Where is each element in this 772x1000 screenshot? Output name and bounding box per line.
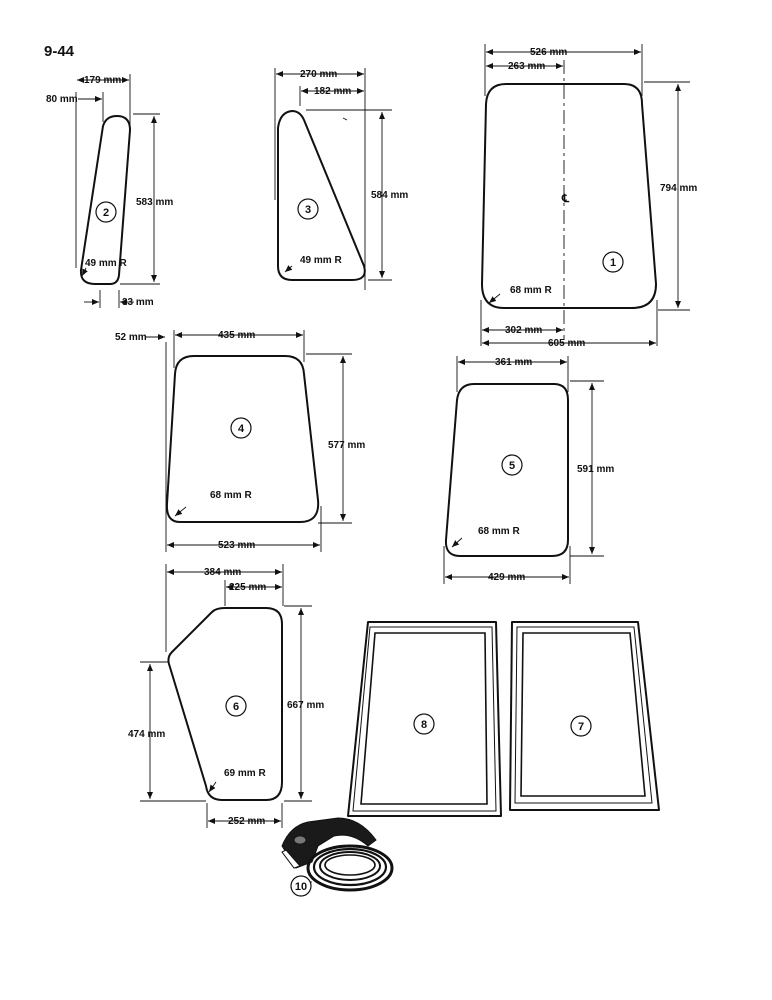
part-3-inner-width: 182 mm [314, 86, 351, 97]
part-6-outline [167, 607, 283, 801]
part-7-number: 7 [578, 721, 584, 733]
part-6-radius: 69 mm R [224, 768, 266, 779]
part-4: 52 mm 435 mm 577 mm 523 mm 68 mm R 4 [115, 330, 365, 552]
part-4-number: 4 [238, 423, 245, 435]
part-5-number: 5 [509, 460, 515, 472]
part-5-top-width: 361 mm [495, 357, 532, 368]
part-10: 10 [281, 817, 394, 897]
part-5: 361 mm 591 mm 429 mm 68 mm R 5 [443, 356, 614, 584]
part-2-top-width: 179 mm [84, 75, 121, 86]
part-2-radius: 49 mm R [85, 258, 127, 269]
part-1-radius: 68 mm R [510, 285, 552, 296]
part-4-radius: 68 mm R [210, 490, 252, 501]
part-1-top-width: 526 mm [530, 47, 567, 58]
part-1: 526 mm 263 mm ℄ 794 mm 302 mm 605 mm 68 … [480, 44, 697, 349]
part-8-outer-frame [347, 621, 502, 817]
part-1-callout [602, 251, 624, 273]
part-1-bottom-width: 605 mm [548, 338, 585, 349]
part-5-callout [501, 454, 523, 476]
part-7-callout [570, 715, 592, 737]
part-5-radius: 68 mm R [478, 526, 520, 537]
part-6-top-width: 384 mm [204, 567, 241, 578]
part-5-height: 591 mm [577, 464, 614, 475]
part-2-height: 583 mm [136, 197, 173, 208]
part-4-callout [230, 417, 252, 439]
part-7-inner-pane [520, 632, 646, 797]
part-5-outline [444, 383, 569, 557]
part-4-offset: 52 mm [115, 332, 147, 343]
part-10-seal-block [281, 817, 377, 869]
part-3-number: 3 [305, 204, 311, 216]
part-6: 384 mm 225 mm 474 mm 667 mm 252 mm 69 mm… [128, 564, 324, 828]
part-10-callout [290, 875, 312, 897]
part-10-number: 10 [295, 881, 307, 893]
part-6-height: 667 mm [287, 700, 324, 711]
part-3-radius: 49 mm R [300, 255, 342, 266]
part-8-callout [413, 713, 435, 735]
part-10-coil-outer [306, 844, 394, 892]
part-3-top-width: 270 mm [300, 69, 337, 80]
part-1-half-width: 263 mm [508, 61, 545, 72]
part-3: 270 mm 182 mm 584 mm 49 mm R 3 [274, 68, 408, 290]
part-7: 7 [509, 621, 660, 811]
part-6-left-height: 474 mm [128, 729, 165, 740]
part-4-top-width: 435 mm [218, 330, 255, 341]
part-2-outline [79, 115, 131, 285]
part-7-outer-frame [509, 621, 660, 811]
part-1-centerline: ℄ [561, 193, 570, 205]
part-3-height: 584 mm [371, 190, 408, 201]
part-6-bottom-width: 252 mm [228, 816, 265, 827]
part-2-callout [95, 201, 117, 223]
part-3-callout [297, 198, 319, 220]
part-2-number: 2 [103, 207, 109, 219]
part-3-outline [277, 110, 366, 281]
part-2-offset: 80 mm [46, 94, 78, 105]
part-2-bottom-width: 33 mm [122, 297, 154, 308]
part-1-outline [481, 83, 657, 309]
part-4-height: 577 mm [328, 440, 365, 451]
part-8-number: 8 [421, 719, 427, 731]
part-6-number: 6 [233, 701, 239, 713]
part-2: 179 mm 80 mm 583 mm 33 mm 49 mm R 2 [46, 74, 173, 308]
part-4-bottom-width: 523 mm [218, 540, 255, 551]
part-6-inner-width: 225 mm [229, 582, 266, 593]
part-1-height: 794 mm [660, 183, 697, 194]
part-4-outline [165, 355, 320, 523]
part-5-bottom-width: 429 mm [488, 572, 525, 583]
part-8-inner-pane [360, 632, 488, 805]
part-1-number: 1 [610, 257, 616, 269]
part-6-callout [225, 695, 247, 717]
part-8: 8 [347, 621, 502, 817]
page-number: 9-44 [44, 43, 75, 60]
part-1-bottom-half: 302 mm [505, 325, 542, 336]
